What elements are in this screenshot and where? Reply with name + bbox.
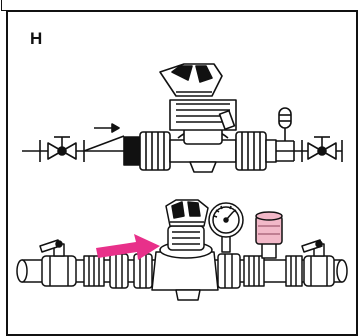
right-valve-icon [301,136,343,162]
right-union-fitting [235,131,277,171]
installation-drawing [16,199,348,301]
flex-connector [83,135,125,152]
tee-accessory-icon [276,107,295,162]
left-valve-icon [39,136,85,162]
panel-letter: H [30,29,43,48]
flow-arrow-icon [96,234,160,260]
filter-icon [255,211,283,259]
right-connector-fittings [217,253,265,289]
left-connector-fittings [83,253,153,289]
flow-direction-arrow-icon [94,123,120,133]
pressure-reducing-valve-icon [159,63,237,173]
right-threaded-connector [285,255,303,287]
reducing-valve-body-icon [151,199,219,301]
pressure-gauge-icon [208,202,244,253]
right-ball-valve-icon [301,239,335,287]
left-union-fitting [123,131,171,171]
figure-corner-mark [1,0,10,11]
schematic-drawing [22,63,343,173]
left-ball-valve-icon [39,239,77,287]
